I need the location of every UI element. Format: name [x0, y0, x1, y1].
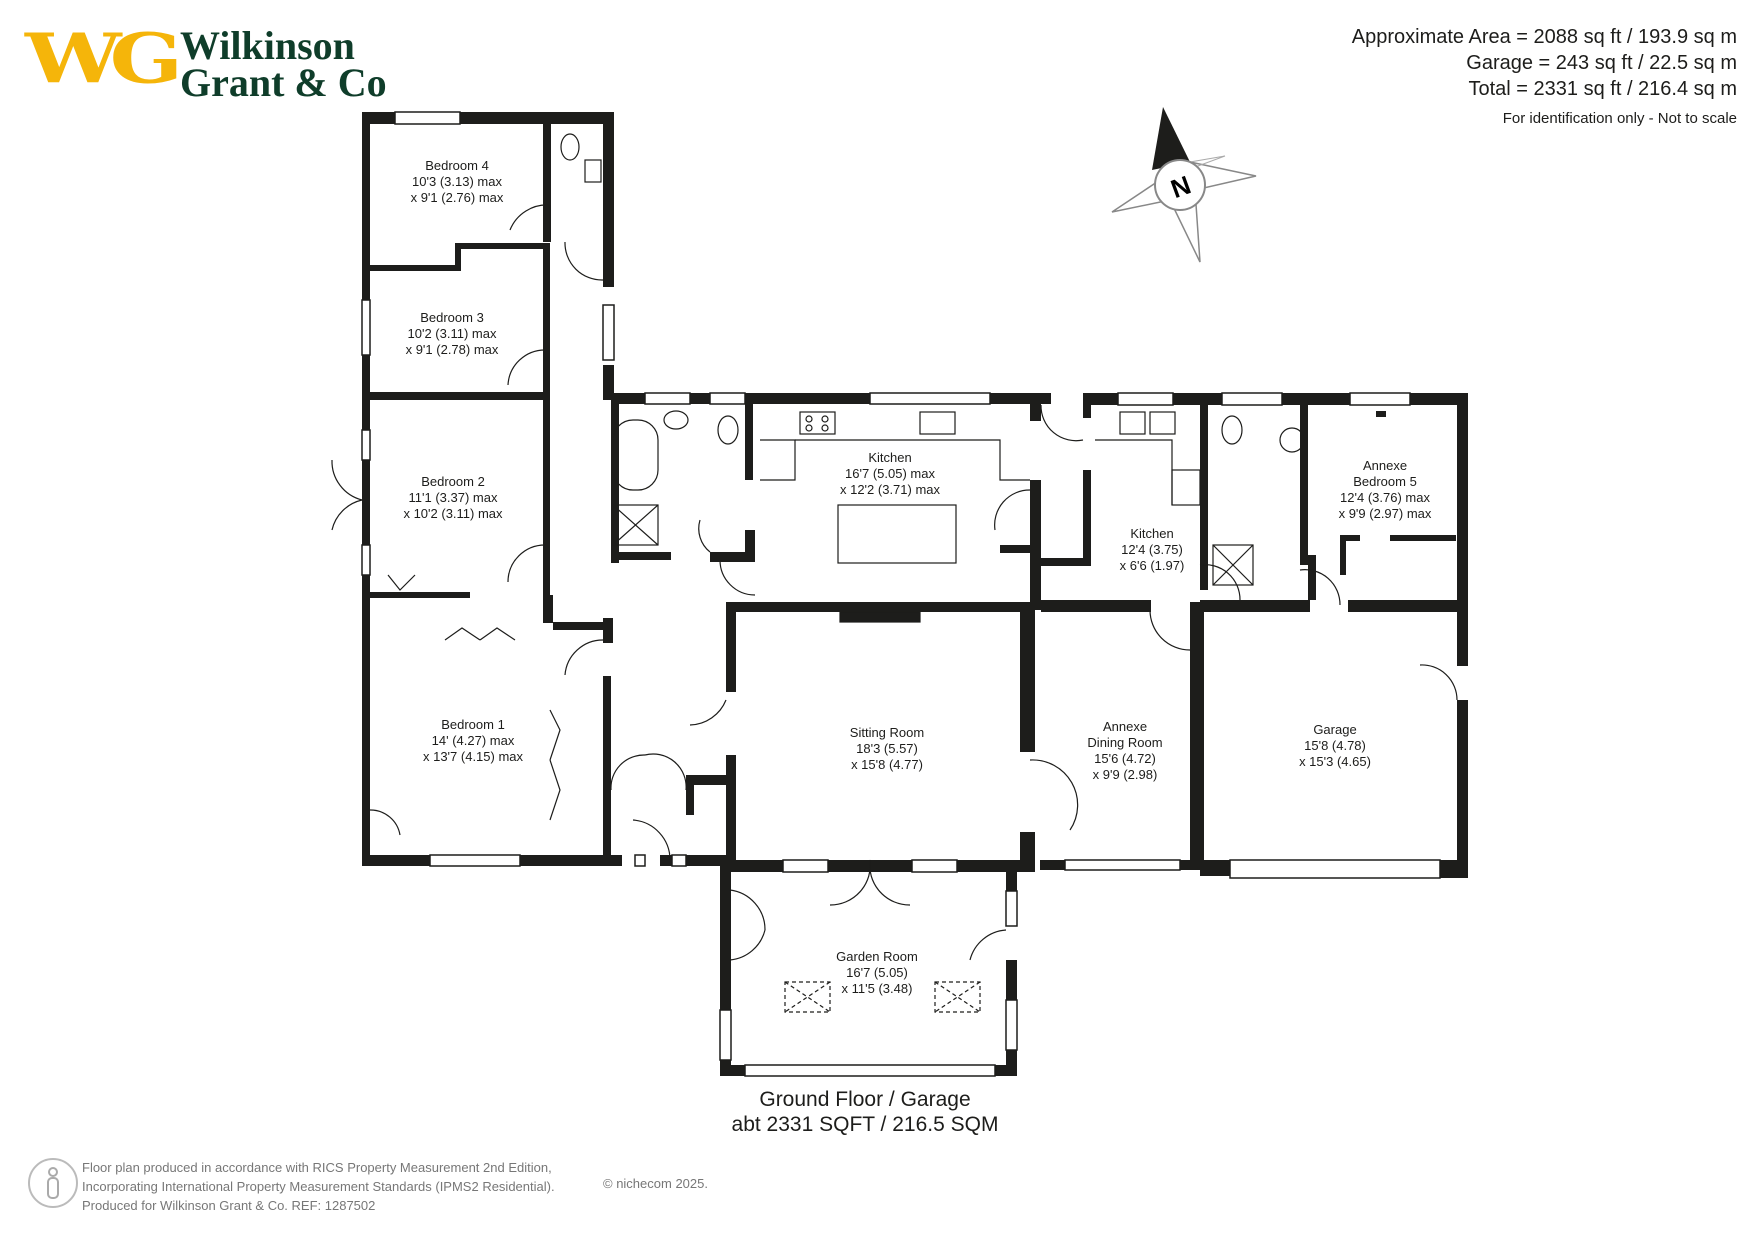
walls	[362, 112, 1468, 1076]
footer-text: Floor plan produced in accordance with R…	[82, 1158, 555, 1215]
fixtures	[560, 133, 1305, 1013]
scale-note: For identification only - Not to scale	[1502, 110, 1737, 127]
annexe-kitchen-dim2: x 6'6 (1.97)	[1120, 558, 1185, 573]
logo-name-line1: Wilkinson	[180, 23, 355, 68]
footer-line1: Floor plan produced in accordance with R…	[82, 1160, 552, 1175]
annexe-bedroom5-name2: Bedroom 5	[1353, 474, 1417, 489]
bedroom3-dim1: 10'2 (3.11) max	[408, 326, 497, 341]
doors	[331, 204, 1458, 961]
garage-dim2: x 15'3 (4.65)	[1299, 754, 1371, 769]
logo-initials: WG	[25, 18, 183, 100]
bedroom4-name: Bedroom 4	[425, 158, 489, 173]
compass-icon: N	[1111, 107, 1257, 263]
approximate-area: Approximate Area = 2088 sq ft / 193.9 sq…	[1351, 26, 1737, 48]
bedroom3-dim2: x 9'1 (2.78) max	[406, 342, 499, 357]
bedroom2-dim1: 11'1 (3.37) max	[409, 490, 498, 505]
garden-room-dim2: x 11'5 (3.48)	[842, 981, 913, 996]
kitchen-dim2: x 12'2 (3.71) max	[840, 482, 941, 497]
person-icon	[28, 1158, 78, 1208]
annexe-dining-dim2: x 9'9 (2.98)	[1093, 767, 1158, 782]
footer-line3: Produced for Wilkinson Grant & Co. REF: …	[82, 1198, 376, 1213]
bedroom1-dim2: x 13'7 (4.15) max	[423, 749, 524, 764]
annexe-kitchen-dim1: 12'4 (3.75)	[1121, 542, 1183, 557]
garage-area: Garage = 243 sq ft / 22.5 sq m	[1466, 52, 1737, 74]
annexe-kitchen-name: Kitchen	[1130, 526, 1173, 541]
garden-room-dim1: 16'7 (5.05)	[846, 965, 908, 980]
bedroom4-dim2: x 9'1 (2.76) max	[411, 190, 504, 205]
bedroom2-name: Bedroom 2	[421, 474, 485, 489]
sitting-room-dim1: 18'3 (5.57)	[856, 741, 918, 756]
area-summary: Approximate Area = 2088 sq ft / 193.9 sq…	[1352, 24, 1737, 132]
bedroom1-dim1: 14' (4.27) max	[432, 733, 515, 748]
footer-copyright: © nichecom 2025.	[603, 1176, 708, 1191]
bedroom3-name: Bedroom 3	[420, 310, 484, 325]
annexe-dining-name1: Annexe	[1103, 719, 1147, 734]
kitchen-name: Kitchen	[868, 450, 911, 465]
garage-name: Garage	[1313, 722, 1356, 737]
annexe-dining-dim1: 15'6 (4.72)	[1094, 751, 1156, 766]
floor-caption: Ground Floor / Garage abt 2331 SQFT / 21…	[700, 1087, 1030, 1137]
floor-caption-title: Ground Floor / Garage	[759, 1088, 971, 1111]
garage-dim1: 15'8 (4.78)	[1304, 738, 1366, 753]
annexe-bedroom5-name1: Annexe	[1363, 458, 1407, 473]
windows	[361, 111, 1441, 1077]
footer: Floor plan produced in accordance with R…	[28, 1158, 788, 1218]
annexe-bedroom5-dim2: x 9'9 (2.97) max	[1339, 506, 1432, 521]
annexe-dining-name2: Dining Room	[1087, 735, 1162, 750]
bedroom2-dim2: x 10'2 (3.11) max	[403, 506, 503, 521]
sitting-room-name: Sitting Room	[850, 725, 924, 740]
annexe-bedroom5-dim1: 12'4 (3.76) max	[1340, 490, 1430, 505]
floor-caption-area: abt 2331 SQFT / 216.5 SQM	[731, 1113, 999, 1136]
bedroom4-dim1: 10'3 (3.13) max	[412, 174, 502, 189]
garden-room-name: Garden Room	[836, 949, 918, 964]
footer-line2: Incorporating International Property Mea…	[82, 1179, 555, 1194]
bedroom1-name: Bedroom 1	[441, 717, 505, 732]
total-area: Total = 2331 sq ft / 216.4 sq m	[1468, 78, 1738, 100]
logo-name-line2: Grant & Co	[180, 60, 387, 105]
kitchen-dim1: 16'7 (5.05) max	[845, 466, 935, 481]
sitting-room-dim2: x 15'8 (4.77)	[851, 757, 923, 772]
